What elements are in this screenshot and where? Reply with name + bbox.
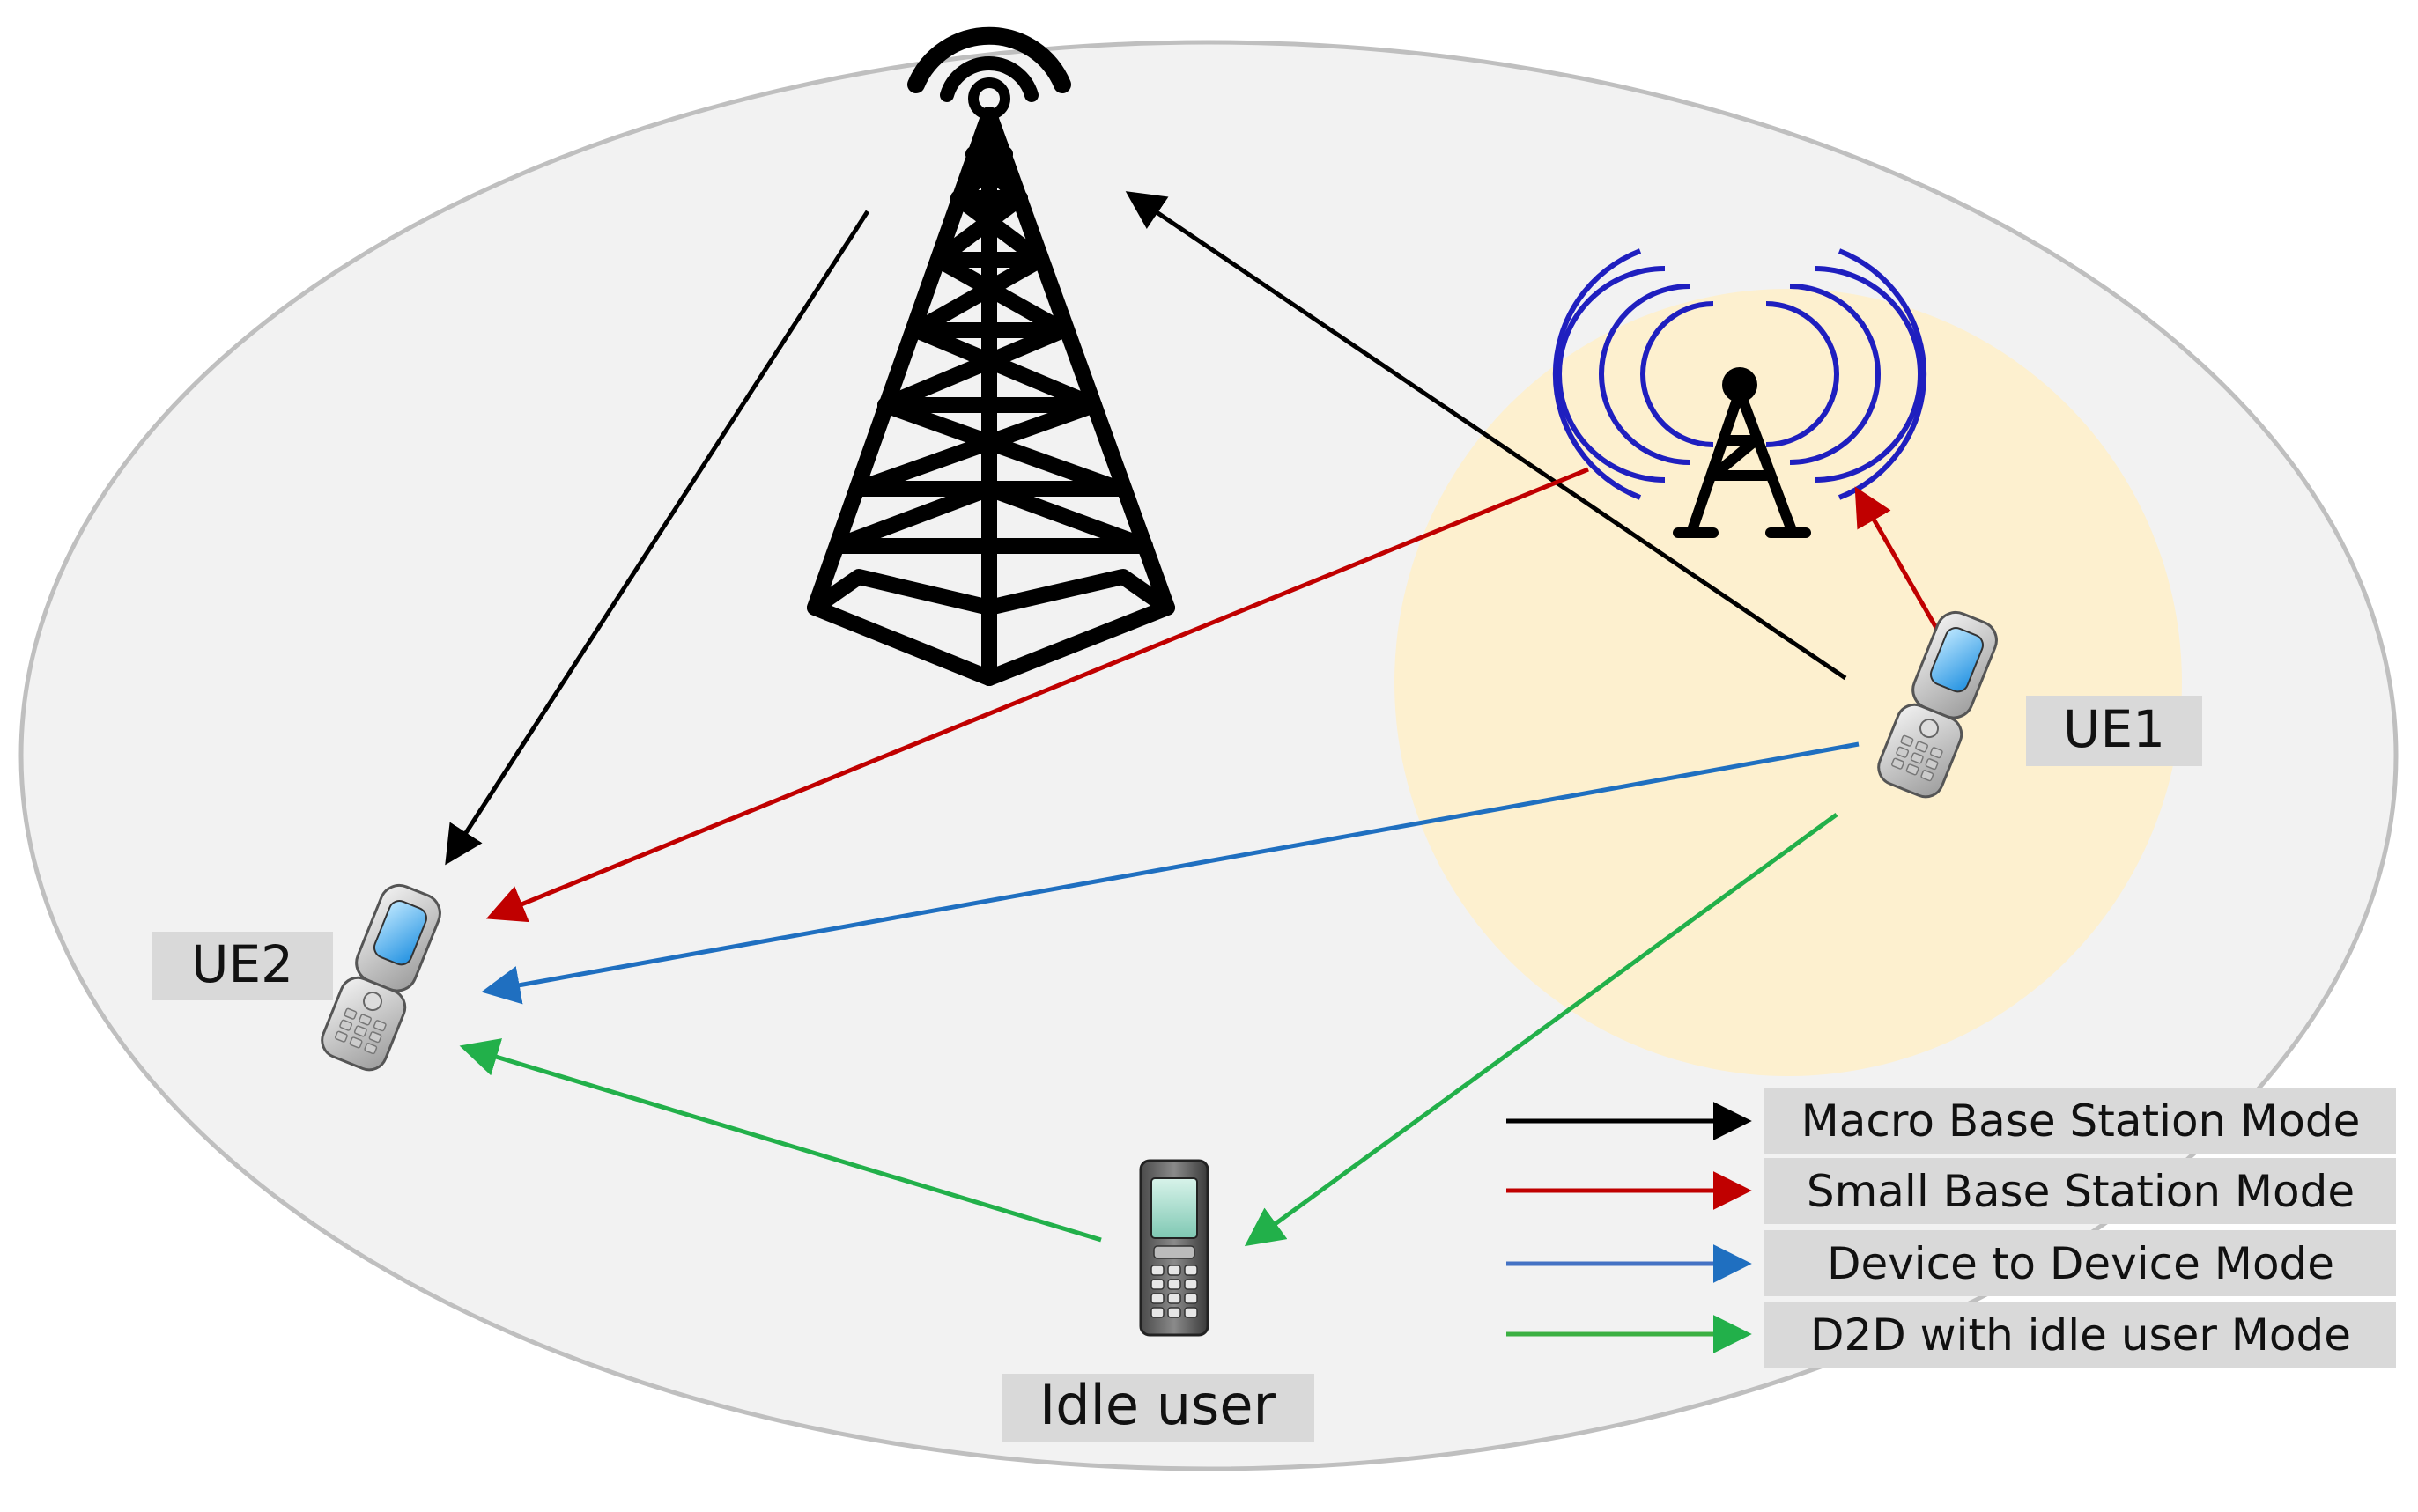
arrow-macro-to-ue2 [445,210,870,866]
label-ue1: UE1 [2026,696,2202,766]
arrow-smallcell-to-ue2 [485,467,1589,923]
arrow-ue1-to-ue2 [481,741,1860,1005]
legend-label-small: Small Base Station Mode [1807,1166,2355,1217]
label-idle-user: Idle user [1002,1373,1314,1442]
idle-user-phone-icon [1139,1159,1209,1337]
arrow-ue1-to-idle [1244,812,1838,1247]
legend: Macro Base Station Mode Small Base Stati… [1506,1088,2396,1368]
label-ue1-text: UE1 [2063,699,2165,759]
small-cell-area [1394,289,2182,1076]
legend-label-macro: Macro Base Station Mode [1801,1095,2361,1147]
label-idle-user-text: Idle user [1039,1373,1276,1437]
arrows [445,191,1945,1247]
legend-item-small: Small Base Station Mode [1506,1158,2396,1224]
macro-tower-icon [807,26,1175,686]
arrow-ue1-to-macro [1125,191,1847,681]
legend-item-d2d-idle: D2D with idle user Mode [1506,1302,2396,1368]
small-cell-antenna-icon [1552,248,1927,538]
legend-item-d2d: Device to Device Mode [1506,1230,2396,1296]
arrow-ue1-to-smallcell [1854,486,1945,640]
legend-item-macro: Macro Base Station Mode [1506,1088,2396,1154]
ue1-phone-icon [1877,610,1998,799]
legend-label-d2d-idle: D2D with idle user Mode [1810,1309,2351,1361]
arrow-idle-to-ue2 [459,1038,1102,1243]
label-ue2-text: UE2 [191,934,293,994]
ue2-phone-icon [321,883,441,1072]
label-ue2: UE2 [152,932,333,1000]
legend-label-d2d: Device to Device Mode [1827,1238,2334,1289]
